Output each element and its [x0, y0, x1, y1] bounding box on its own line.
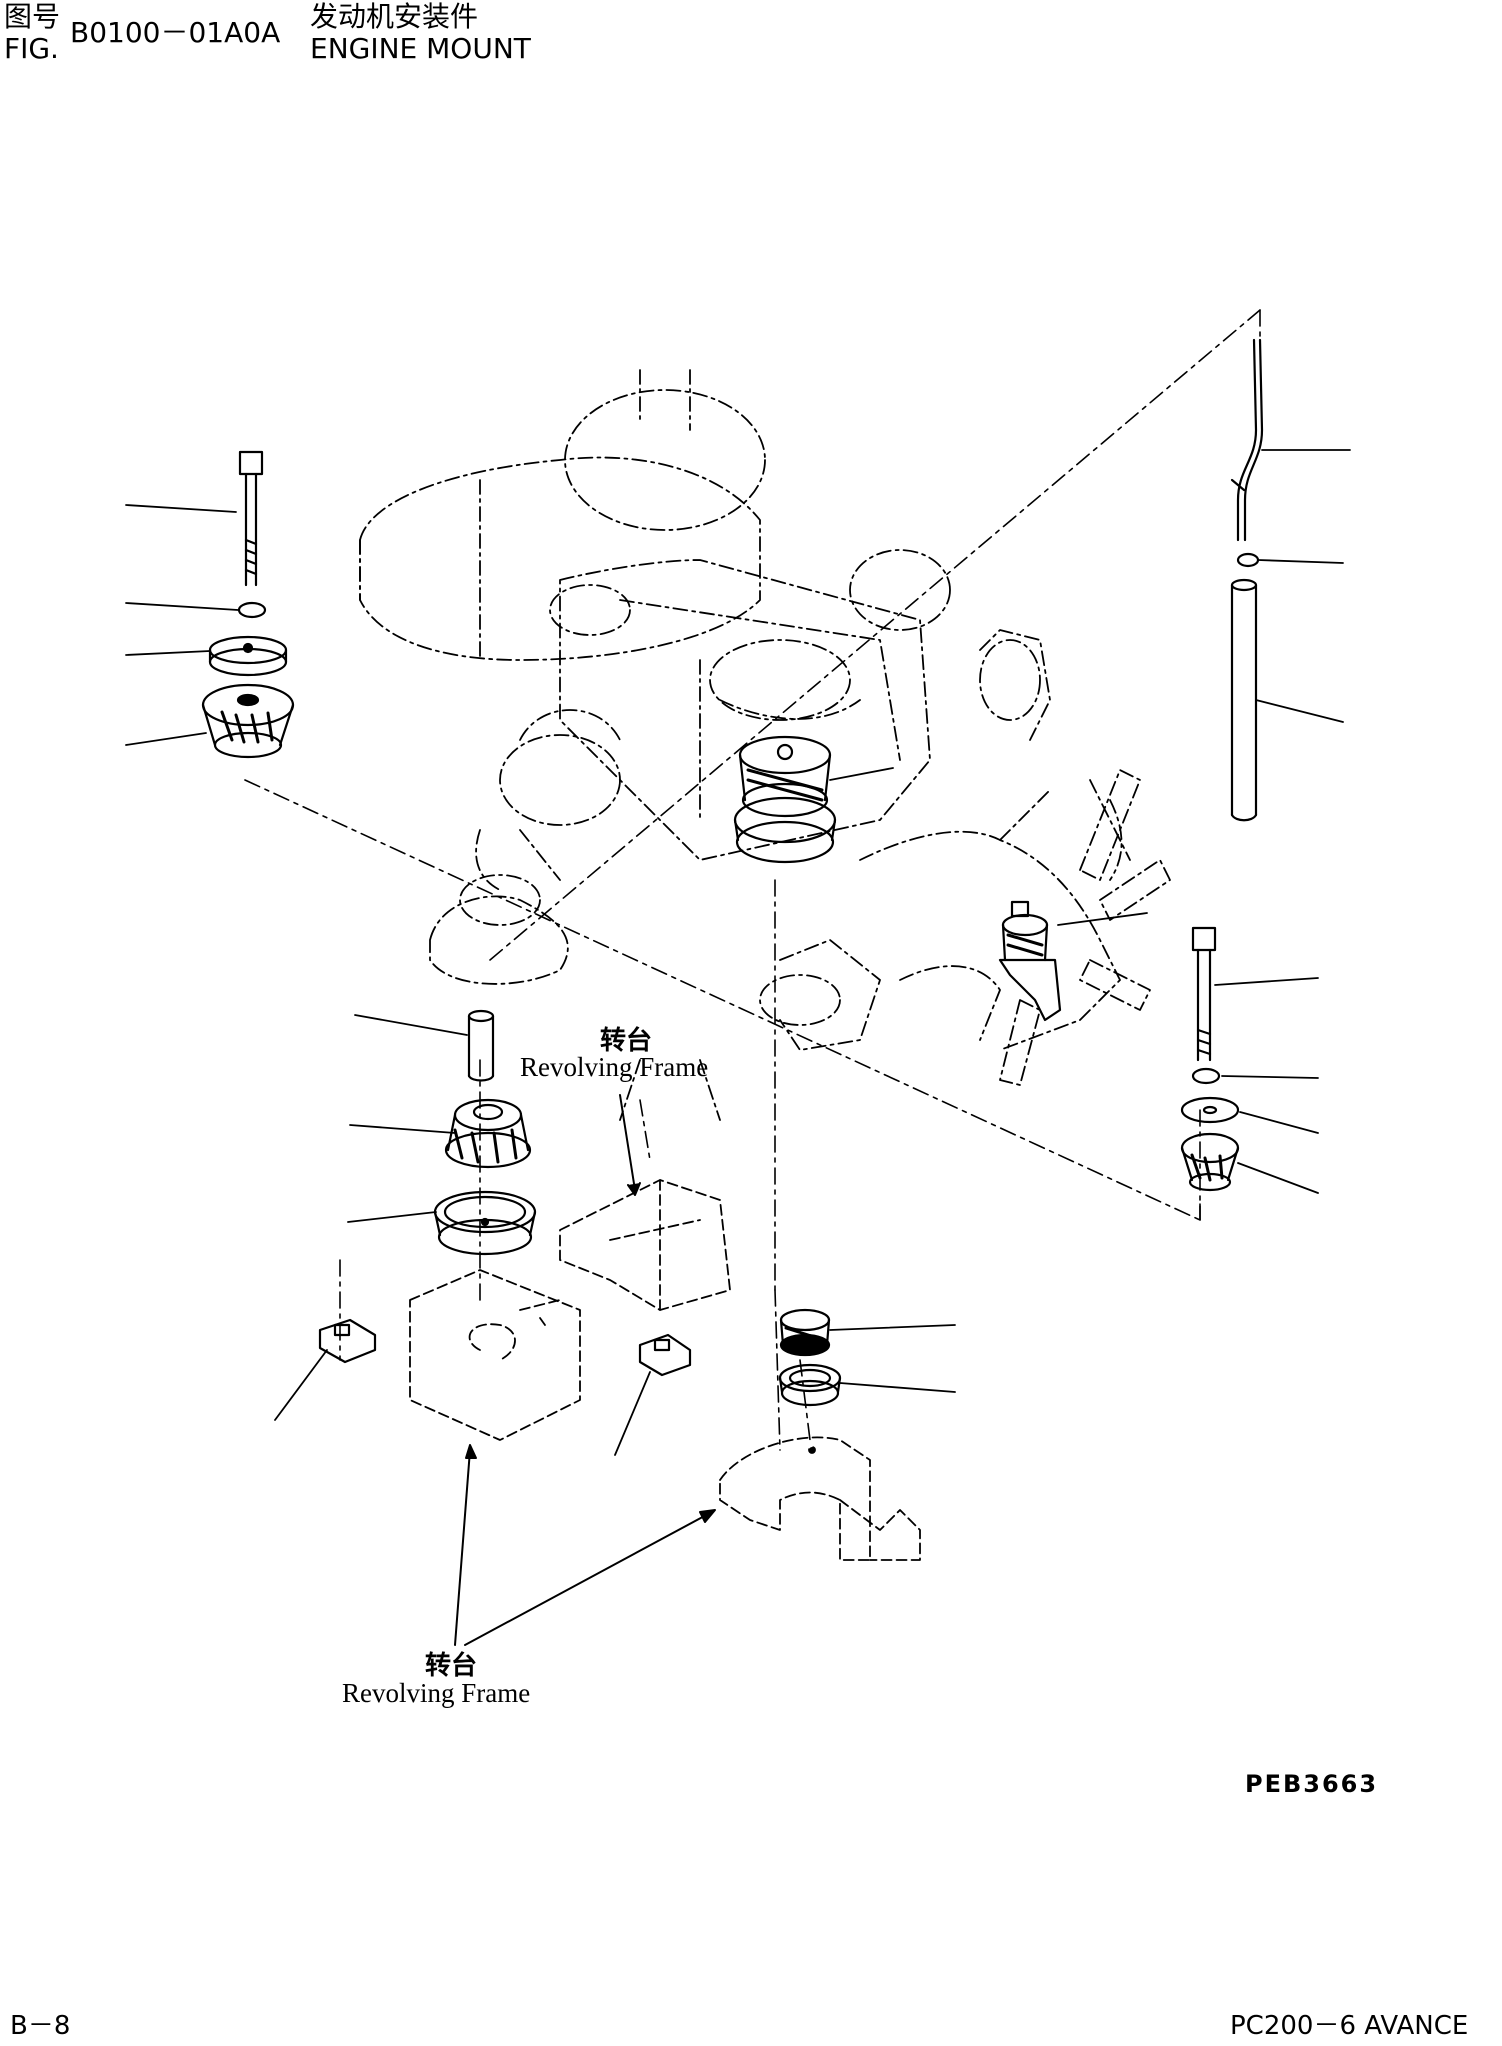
center-cushion-upper — [733, 735, 837, 864]
frame-upper-en: Revolving Frame — [520, 1052, 709, 1082]
left-bolt — [238, 450, 264, 587]
center-lower-cup — [778, 1363, 842, 1407]
model-name: PC200－6 AVANCE — [1230, 2011, 1469, 2041]
left-lock-washer — [237, 601, 267, 619]
engine-outline — [359, 369, 1131, 1121]
fig-number: B0100－01A0A — [70, 16, 281, 49]
lower-pin — [467, 1009, 495, 1082]
right-plate — [1180, 1096, 1240, 1124]
lower-cushion — [444, 1098, 532, 1169]
lower-cup — [433, 1190, 537, 1256]
fig-label-cn: 图号 — [4, 0, 61, 33]
dipstick — [1230, 338, 1264, 542]
frame-lower-en: Revolving Frame — [342, 1678, 531, 1708]
lower-frame-arm — [719, 1436, 921, 1561]
frame-arrows — [454, 1094, 716, 1646]
tube-o-ring — [1236, 552, 1260, 568]
fig-label-en: FIG. — [4, 32, 59, 65]
title-en: ENGINE MOUNT — [310, 32, 531, 65]
left-cushion — [201, 683, 295, 759]
right-cushion — [1180, 1132, 1240, 1192]
right-small-cushion — [998, 900, 1062, 1022]
guide-tube — [1230, 578, 1258, 822]
frame-upper-cn: 转台 — [600, 1026, 653, 1056]
frame-lower-cn: 转台 — [425, 1651, 478, 1681]
left-stopper — [318, 1318, 377, 1364]
right-lock-washer — [1191, 1067, 1221, 1085]
title-cn: 发动机安装件 — [310, 0, 479, 33]
fan-blades — [999, 769, 1171, 1086]
lower-left-bracket — [409, 1269, 581, 1441]
center-stopper — [638, 1333, 692, 1377]
drawing-code: PEB3663 — [1245, 1770, 1379, 1798]
center-lower-cushion — [779, 1308, 831, 1357]
leader-lines — [125, 449, 1351, 1456]
center-bracket — [559, 1179, 731, 1311]
left-plate — [208, 635, 288, 677]
page-number: B－8 — [10, 2011, 71, 2041]
right-bolt — [1191, 926, 1217, 1062]
centerlines — [244, 309, 1261, 1451]
